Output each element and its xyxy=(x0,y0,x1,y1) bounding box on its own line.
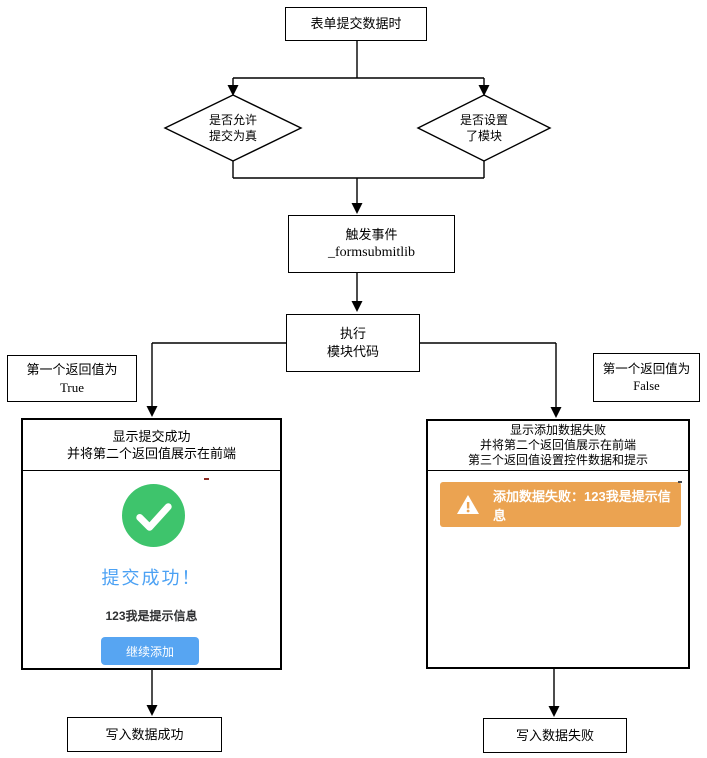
decision-module-line2: 了模块 xyxy=(465,129,502,143)
branch-false-line2: False xyxy=(633,378,660,393)
decision-diamond-allow xyxy=(163,94,303,162)
warning-alert: 添加数据失败：123我是提示信息 xyxy=(440,482,681,527)
write-success-label: 写入数据成功 xyxy=(105,726,184,742)
decision-allow-line1: 是否允许 xyxy=(208,113,257,127)
failure-header-line3: 第三个返回值设置控件数据和提示 xyxy=(467,453,648,467)
node-decision-module-set: 是否设置 了模块 xyxy=(419,111,549,145)
node-write-failure: 写入数据失败 xyxy=(483,718,627,753)
node-trigger-event: 触发事件 _formsubmitlib xyxy=(288,215,455,273)
trigger-event-line1: 触发事件 xyxy=(345,227,398,242)
continue-add-button[interactable]: 继续添加 xyxy=(101,637,199,665)
success-header-line1: 显示提交成功 xyxy=(112,429,191,444)
label-branch-true: 第一个返回值为 True xyxy=(7,355,137,402)
warning-alert-text: 添加数据失败：123我是提示信息 xyxy=(493,488,671,523)
branch-true-line2: True xyxy=(59,379,85,395)
execute-module-line1: 执行 xyxy=(339,326,366,341)
success-panel-header: 显示提交成功 并将第二个返回值展示在前端 xyxy=(23,420,280,471)
artifact-mark xyxy=(204,478,209,480)
label-branch-false: 第一个返回值为 False xyxy=(593,353,700,402)
write-failure-label: 写入数据失败 xyxy=(515,727,594,743)
node-decision-allow-submit: 是否允许 提交为真 xyxy=(168,111,298,145)
success-message: 123我是提示信息 xyxy=(105,609,198,623)
node-write-success: 写入数据成功 xyxy=(67,717,222,752)
failure-panel: 显示添加数据失败 并将第二个返回值展示在前端 第三个返回值设置控件数据和提示 添… xyxy=(426,419,690,669)
node-start: 表单提交数据时 xyxy=(285,7,427,41)
node-execute-module: 执行 模块代码 xyxy=(286,314,420,372)
node-start-label: 表单提交数据时 xyxy=(310,16,402,31)
warning-triangle-icon xyxy=(456,494,480,515)
decision-allow-line2: 提交为真 xyxy=(208,129,257,143)
success-panel: 显示提交成功 并将第二个返回值展示在前端 提交成功！ 123我是提示信息 继续添… xyxy=(21,418,282,670)
trigger-event-line2: _formsubmitlib xyxy=(327,245,416,260)
arrowheads xyxy=(146,85,562,717)
execute-module-line2: 模块代码 xyxy=(326,344,379,359)
decision-module-line1: 是否设置 xyxy=(459,113,508,127)
success-header-line2: 并将第二个返回值展示在前端 xyxy=(66,446,236,461)
failure-header-line1: 显示添加数据失败 xyxy=(509,423,606,437)
success-panel-body: 提交成功！ 123我是提示信息 继续添加 xyxy=(23,471,280,666)
branch-false-line1: 第一个返回值为 xyxy=(602,361,691,376)
failure-header-line2: 并将第二个返回值展示在前端 xyxy=(479,438,636,452)
decision-diamond-module xyxy=(416,94,552,162)
failure-panel-body: 添加数据失败：123我是提示信息 xyxy=(428,471,688,667)
failure-panel-header: 显示添加数据失败 并将第二个返回值展示在前端 第三个返回值设置控件数据和提示 xyxy=(428,421,688,471)
success-title: 提交成功！ xyxy=(101,568,202,588)
check-circle-icon xyxy=(122,484,185,547)
artifact-mark xyxy=(678,481,682,483)
branch-true-line1: 第一个返回值为 xyxy=(26,361,118,377)
